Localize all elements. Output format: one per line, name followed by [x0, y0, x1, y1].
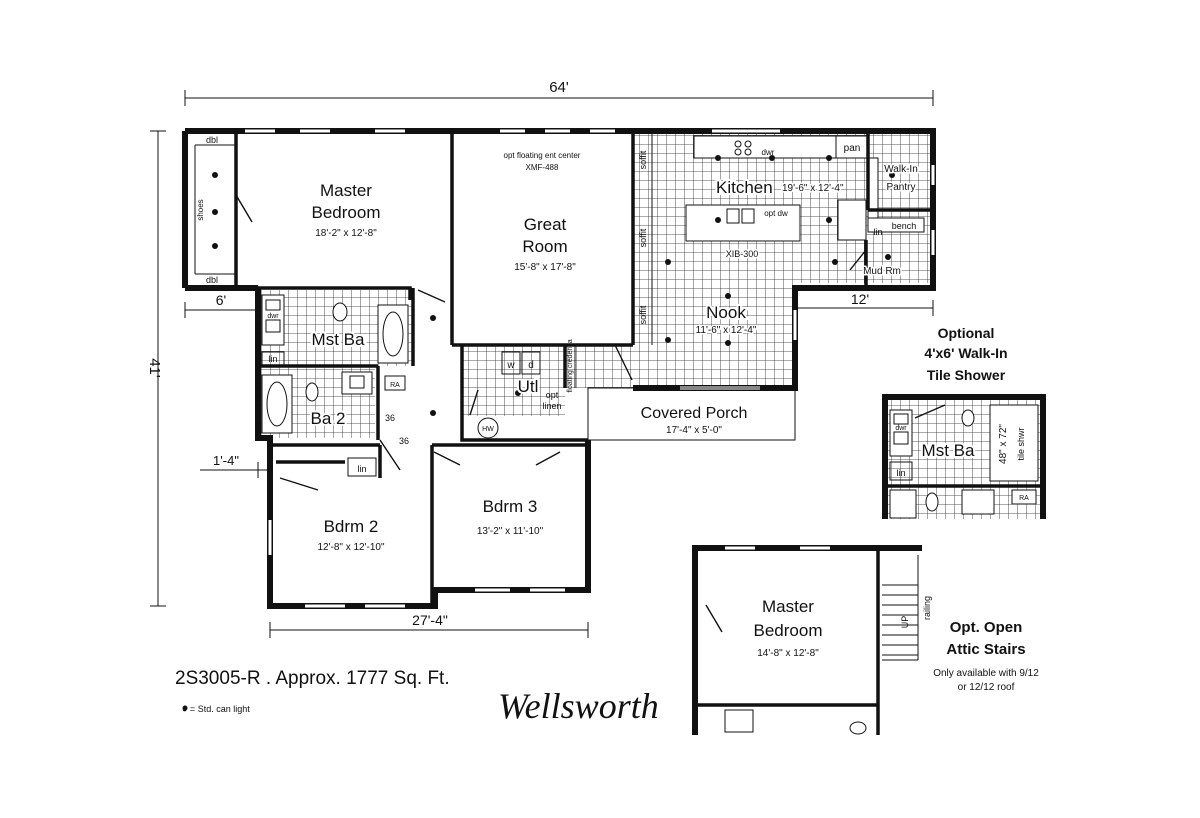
attic-note-2: or 12/12 roof — [958, 682, 1015, 693]
kitchen-fixtures — [685, 135, 925, 242]
closet-dbl-top: dbl — [206, 135, 218, 145]
soffit-label-1: soffit — [638, 150, 648, 169]
soffit-label-2: soffit — [638, 228, 648, 247]
island-model: XIB-300 — [726, 249, 759, 259]
mst-ba-dwr-label: dwr — [267, 313, 279, 320]
opt-shower-room: Mst Ba — [922, 441, 975, 460]
master-bedroom-name-2: Bedroom — [312, 203, 381, 222]
bath-fixtures — [261, 294, 409, 434]
mst-ba-name: Mst Ba — [312, 330, 365, 349]
mst-ba-lin-label: lin — [268, 354, 277, 364]
dim-left-offset: 6' — [216, 292, 226, 308]
nook-name: Nook — [706, 303, 746, 322]
opt-shower-label: tile shwr — [1016, 427, 1026, 460]
mud-rm-name: Mud Rm — [863, 266, 901, 277]
clearance-36-a: 36 — [385, 413, 395, 423]
bdrm3-size: 13'-2" x 11'-10" — [477, 526, 544, 537]
dim-right-offset: 12' — [851, 291, 869, 307]
closet-shoes: shoes — [196, 199, 205, 220]
washer-label: w — [506, 360, 515, 371]
pantry-name-2: Pantry — [887, 182, 916, 193]
dimension-lines — [150, 90, 934, 638]
opt-shower-title-2: 4'x6' Walk-In — [924, 345, 1007, 361]
opt-shower-title-3: Tile Shower — [927, 367, 1006, 383]
ra-label: RA — [390, 382, 400, 389]
can-light-legend: ● = Std. can light — [182, 704, 250, 714]
kitchen-dwr-label: dwr — [762, 148, 775, 157]
opt-linen-2: linen — [542, 401, 561, 411]
master-bedroom-name-1: Master — [320, 181, 372, 200]
opt-linen-1: opt — [546, 390, 559, 400]
attic-room-2: Bedroom — [754, 621, 823, 640]
opt-dw-label: opt dw — [764, 209, 788, 218]
hall-lin-label: lin — [357, 464, 366, 474]
bdrm2-size: 12'-8" x 12'-10" — [317, 542, 385, 553]
ent-center-label: opt floating ent center — [504, 151, 581, 160]
optional-attic-inset — [692, 545, 922, 735]
plan-name: Wellsworth — [498, 686, 659, 726]
soffit-label-3: soffit — [638, 305, 648, 324]
railing-label: railing — [922, 596, 932, 620]
credenza-label: floating credenza — [567, 339, 574, 392]
attic-stair-treads — [882, 555, 919, 661]
dim-depth-total: 41' — [146, 358, 163, 378]
dryer-label: d — [528, 360, 534, 371]
attic-note-1: Only available with 9/12 — [933, 668, 1039, 679]
bench-label: bench — [892, 221, 917, 231]
attic-room-1: Master — [762, 597, 814, 616]
opt-shower-ra: RA — [1019, 495, 1029, 502]
interior-walls — [194, 131, 933, 606]
ent-center-model: XMF-488 — [526, 163, 559, 172]
pantry-name-1: Walk-In — [884, 164, 918, 175]
kitchen-name: Kitchen — [716, 178, 773, 197]
hw-label: HW — [482, 426, 494, 433]
dim-width-total: 64' — [549, 79, 569, 96]
opt-shower-dwr: dwr — [895, 425, 907, 432]
ba2-name: Ba 2 — [311, 409, 346, 428]
stairs-up-label: UP — [900, 616, 910, 629]
porch-name: Covered Porch — [641, 405, 748, 422]
porch-size: 17'-4" x 5'-0" — [666, 425, 722, 436]
optional-shower-inset — [882, 394, 1046, 519]
attic-room-size: 14'-8" x 12'-8" — [757, 648, 819, 659]
bdrm2-name: Bdrm 2 — [324, 517, 379, 536]
plan-model-line: 2S3005-R . Approx. 1777 Sq. Ft. — [175, 668, 450, 689]
great-room-name-2: Room — [522, 237, 567, 256]
utl-name: Utl — [518, 377, 539, 396]
dim-wing-offset: 1'-4" — [213, 453, 239, 468]
great-room-name-1: Great — [524, 215, 567, 234]
clearance-36-b: 36 — [399, 436, 409, 446]
closet-dbl-bottom: dbl — [206, 275, 218, 285]
kitchen-lin-label: lin — [873, 227, 882, 237]
bdrm3-name: Bdrm 3 — [483, 497, 538, 516]
attic-title-2: Attic Stairs — [946, 641, 1025, 658]
door-swings — [235, 194, 867, 491]
opt-shower-title-1: Optional — [938, 325, 995, 341]
master-bedroom-size: 18'-2" x 12'-8" — [315, 228, 377, 239]
attic-title-1: Opt. Open — [950, 619, 1023, 636]
opt-shower-size: 48" x 72" — [998, 424, 1009, 464]
kitchen-size: 19'-6" x 12'-4" — [782, 183, 844, 194]
text-labels: 64' 41' 6' 12' 1'-4" 27'-4" Master Bedro… — [146, 79, 1039, 726]
dim-bottom-width: 27'-4" — [412, 612, 448, 628]
pan-label: pan — [844, 143, 861, 154]
nook-size: 11'-6" x 12'-4" — [696, 325, 757, 336]
opt-shower-lin: lin — [896, 468, 905, 478]
great-room-size: 15'-8" x 17'-8" — [514, 262, 576, 273]
